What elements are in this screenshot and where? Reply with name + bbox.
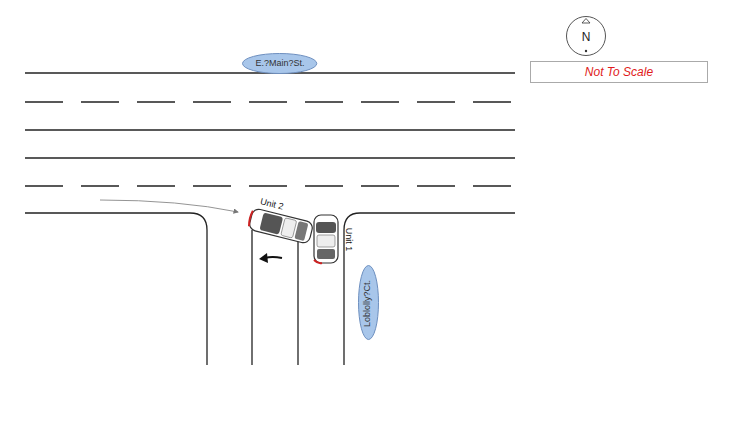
unit-2-car xyxy=(247,208,313,245)
node-text: N xyxy=(582,31,591,43)
node-text: E.?Main?St. xyxy=(255,59,304,68)
turn-arrow-head xyxy=(259,253,268,263)
north-compass: N xyxy=(566,16,606,56)
street-oval: Loblolly?Ct. xyxy=(358,265,379,340)
travel-path xyxy=(100,200,238,212)
unit-1-car xyxy=(314,215,338,263)
node-text: Not To Scale xyxy=(585,66,653,78)
unit-label: Unit 1 xyxy=(344,227,353,251)
node-text: Loblolly?Ct. xyxy=(364,279,373,326)
street-oval: E.?Main?St. xyxy=(242,53,317,74)
turn-arrow xyxy=(265,257,282,258)
scale-note: Not To Scale xyxy=(530,61,708,83)
unit-label: Unit 2 xyxy=(259,197,284,211)
road-lines xyxy=(25,73,515,365)
